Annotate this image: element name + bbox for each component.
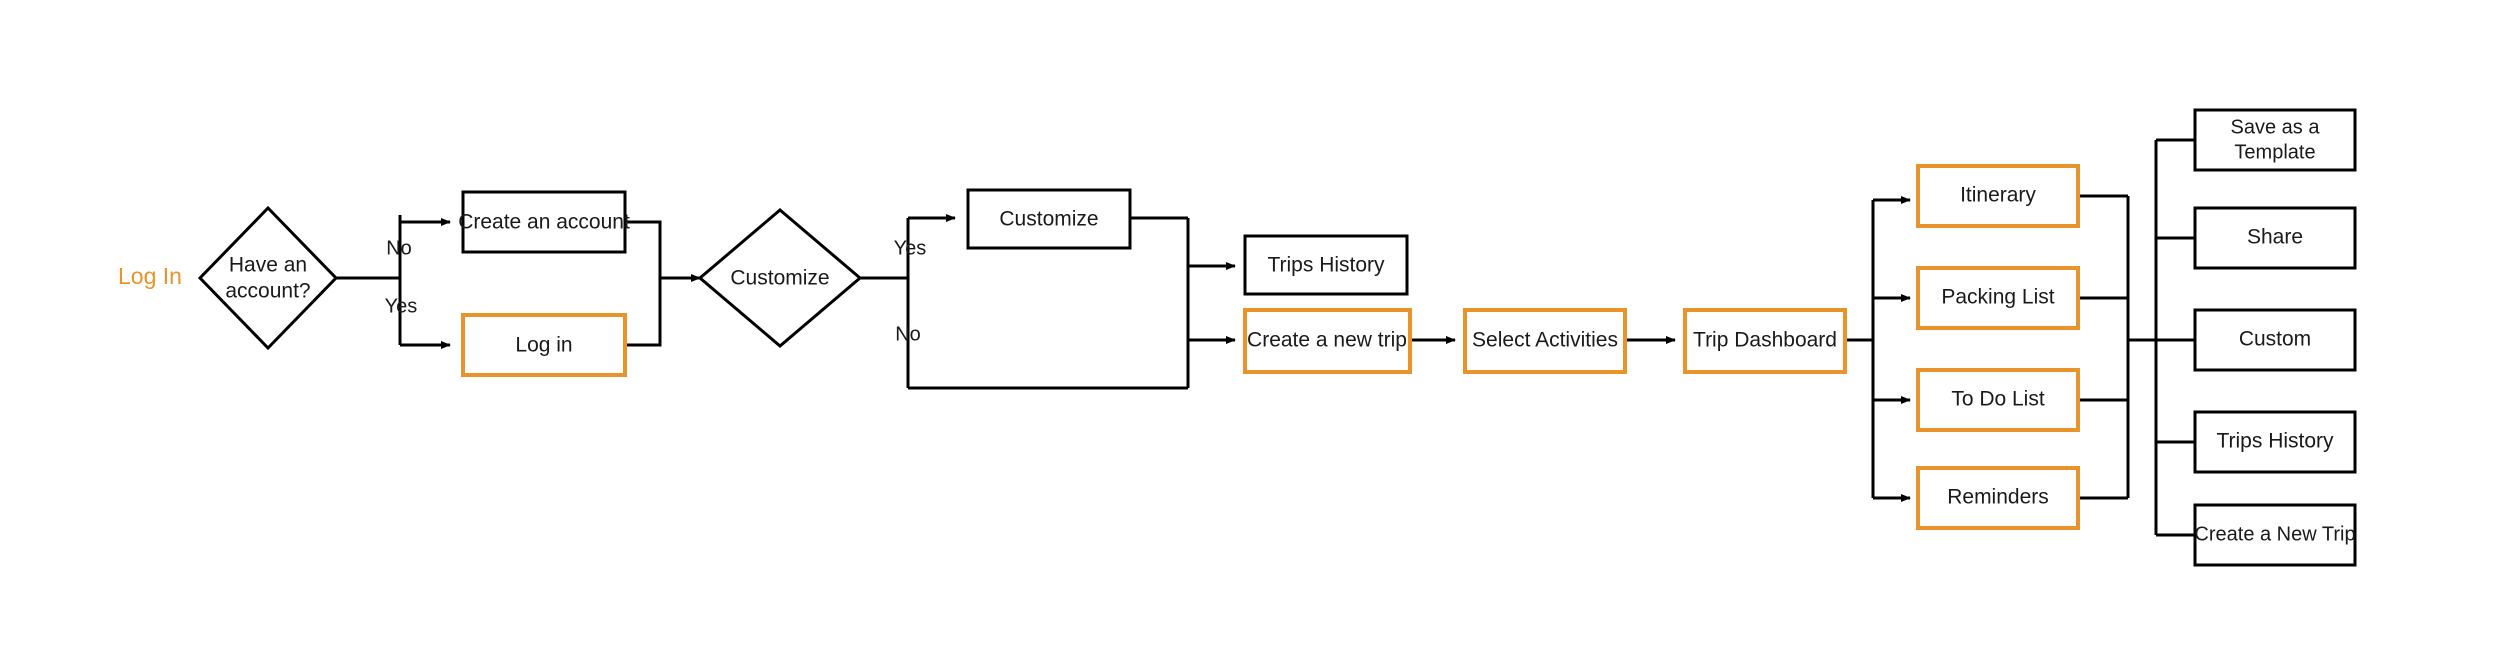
node-share[interactable]: Share	[2193, 206, 2357, 270]
node-create-an-account[interactable]: Create an account	[458, 190, 630, 254]
edge-label-account-no: No	[386, 237, 412, 259]
node-trip-dashboard-label: Trip Dashboard	[1693, 329, 1837, 352]
node-itinerary-label: Itinerary	[1960, 184, 2036, 207]
node-trips-history-2-label: Trips History	[2216, 430, 2334, 453]
node-trips-history-1[interactable]: Trips History	[1243, 234, 1409, 296]
node-itinerary[interactable]: Itinerary	[1916, 164, 2080, 228]
node-customize-decision-label: Customize	[730, 267, 829, 290]
node-share-label: Share	[2247, 226, 2303, 249]
node-customize-action[interactable]: Customize	[966, 188, 1132, 250]
node-create-a-new-trip-2[interactable]: Create a New Trip	[2193, 503, 2357, 567]
node-trip-dashboard[interactable]: Trip Dashboard	[1683, 308, 1847, 374]
node-save-as-template[interactable]: Save as a Template	[2193, 108, 2357, 172]
node-have-an-account-label-line2: account?	[225, 280, 310, 303]
node-select-activities-label: Select Activities	[1472, 329, 1618, 352]
node-create-a-new-trip-label: Create a new trip	[1247, 329, 1407, 352]
node-save-as-template-label-line1: Save as a	[2231, 116, 2321, 138]
node-to-do-list[interactable]: To Do List	[1916, 368, 2080, 432]
node-create-a-new-trip[interactable]: Create a new trip	[1243, 308, 1412, 374]
node-select-activities[interactable]: Select Activities	[1463, 308, 1627, 374]
node-create-a-new-trip-2-label: Create a New Trip	[2194, 523, 2355, 545]
edge-label-customize-no: No	[895, 323, 921, 345]
node-log-in-label: Log in	[515, 334, 572, 357]
node-customize-decision[interactable]: Customize	[697, 208, 863, 348]
edge-merge-auth	[625, 220, 662, 347]
node-packing-list-label: Packing List	[1941, 286, 2054, 309]
node-have-an-account-label-line1: Have an	[229, 254, 307, 277]
node-to-do-list-label: To Do List	[1951, 388, 2045, 411]
node-reminders-label: Reminders	[1947, 486, 2049, 509]
node-save-as-template-label-line2: Template	[2234, 141, 2315, 163]
edge-label-customize-yes: Yes	[894, 237, 927, 259]
section-label-log-in: Log In	[118, 263, 182, 289]
edge-label-account-yes: Yes	[385, 295, 418, 317]
node-packing-list[interactable]: Packing List	[1916, 266, 2080, 330]
node-create-an-account-label: Create an account	[458, 211, 630, 234]
node-have-an-account[interactable]: Have an account?	[197, 205, 339, 351]
node-custom[interactable]: Custom	[2193, 308, 2357, 372]
node-log-in[interactable]: Log in	[461, 313, 627, 377]
node-reminders[interactable]: Reminders	[1916, 466, 2080, 530]
node-customize-action-label: Customize	[999, 208, 1098, 231]
node-trips-history-1-label: Trips History	[1267, 254, 1385, 277]
node-trips-history-2[interactable]: Trips History	[2193, 410, 2357, 474]
node-custom-label: Custom	[2239, 328, 2311, 351]
